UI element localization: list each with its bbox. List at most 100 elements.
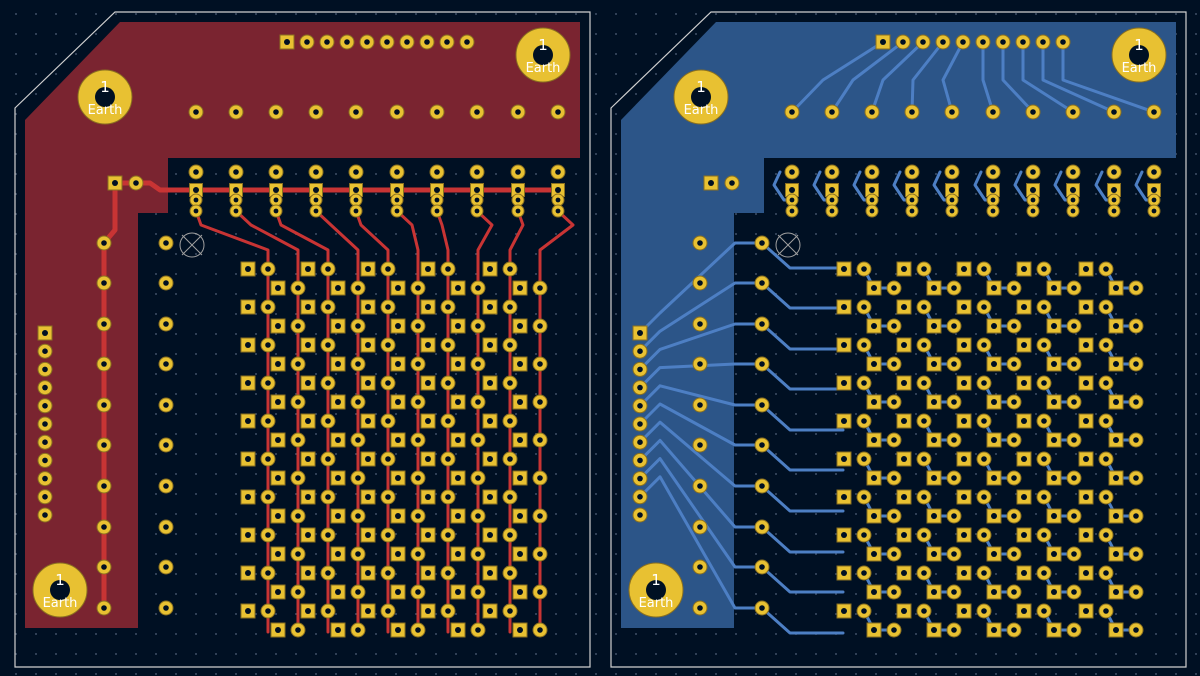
pad-round bbox=[976, 527, 992, 543]
pad-round bbox=[754, 397, 770, 413]
pad-round bbox=[290, 394, 306, 410]
drill-hole bbox=[909, 169, 915, 175]
drill-hole bbox=[1113, 437, 1119, 443]
pad-round bbox=[865, 204, 879, 218]
drill-hole bbox=[455, 399, 461, 405]
drill-hole bbox=[891, 399, 897, 405]
drill-hole bbox=[233, 187, 239, 193]
pad-square bbox=[875, 34, 891, 50]
pad-square bbox=[1108, 394, 1124, 410]
drill-hole bbox=[395, 399, 401, 405]
drill-hole bbox=[871, 513, 877, 519]
drill-hole bbox=[1021, 380, 1027, 386]
power-trace bbox=[112, 180, 561, 193]
pad-square bbox=[240, 337, 256, 353]
pad-round bbox=[856, 565, 872, 581]
pad-round bbox=[510, 104, 526, 120]
pad-round bbox=[1006, 394, 1022, 410]
pad-round bbox=[1006, 546, 1022, 562]
drill-hole bbox=[163, 361, 169, 367]
drill-hole bbox=[355, 361, 361, 367]
drill-hole bbox=[961, 304, 967, 310]
drill-hole bbox=[335, 437, 341, 443]
pad-square bbox=[986, 183, 1000, 197]
drill-hole bbox=[365, 494, 371, 500]
drill-hole bbox=[101, 564, 107, 570]
pad-round bbox=[380, 565, 396, 581]
drill-hole bbox=[163, 402, 169, 408]
pad-round bbox=[502, 527, 518, 543]
pad-square bbox=[1078, 451, 1094, 467]
pad-round bbox=[632, 452, 648, 468]
pad-round bbox=[37, 343, 53, 359]
pad-round bbox=[440, 489, 456, 505]
pad-square bbox=[905, 183, 919, 197]
pad-round bbox=[916, 261, 932, 277]
pad-round bbox=[290, 584, 306, 600]
drill-hole bbox=[1133, 323, 1139, 329]
drill-hole bbox=[991, 323, 997, 329]
pad-square bbox=[836, 261, 852, 277]
drill-hole bbox=[325, 608, 331, 614]
pad-round bbox=[532, 280, 548, 296]
pad-square bbox=[1046, 318, 1062, 334]
drill-hole bbox=[555, 187, 561, 193]
drill-hole bbox=[637, 512, 643, 518]
pad-square bbox=[866, 508, 882, 524]
drill-hole bbox=[921, 304, 927, 310]
drill-hole bbox=[1041, 608, 1047, 614]
drill-hole bbox=[245, 342, 251, 348]
drill-hole bbox=[365, 570, 371, 576]
pad-round bbox=[1036, 299, 1052, 315]
drill-hole bbox=[1111, 197, 1117, 203]
pad-round bbox=[1066, 356, 1082, 372]
drill-hole bbox=[245, 304, 251, 310]
drill-hole bbox=[1113, 285, 1119, 291]
drill-hole bbox=[487, 494, 493, 500]
pad-round bbox=[410, 622, 426, 638]
pad-square bbox=[330, 280, 346, 296]
drill-hole bbox=[1071, 589, 1077, 595]
pad-square bbox=[269, 183, 283, 197]
pad-square bbox=[511, 183, 525, 197]
drill-hole bbox=[275, 513, 281, 519]
pad-round bbox=[350, 584, 366, 600]
pad-round bbox=[188, 104, 204, 120]
drill-hole bbox=[1051, 475, 1057, 481]
drill-hole bbox=[1113, 513, 1119, 519]
drill-hole bbox=[841, 532, 847, 538]
board-edge-outline bbox=[14, 11, 591, 668]
drill-hole bbox=[265, 608, 271, 614]
drill-hole bbox=[1113, 589, 1119, 595]
pad-round bbox=[946, 622, 962, 638]
pad-round bbox=[985, 104, 1001, 120]
drill-hole bbox=[1083, 456, 1089, 462]
drill-hole bbox=[445, 304, 451, 310]
drill-hole bbox=[841, 418, 847, 424]
drill-hole bbox=[1011, 285, 1017, 291]
pad-round bbox=[269, 204, 283, 218]
drill-hole bbox=[275, 399, 281, 405]
drill-hole bbox=[101, 321, 107, 327]
pad-square bbox=[482, 451, 498, 467]
pad-round bbox=[37, 380, 53, 396]
pad-square bbox=[300, 375, 316, 391]
pad-square bbox=[1078, 565, 1094, 581]
drill-hole bbox=[1020, 39, 1026, 45]
pad-round bbox=[1066, 584, 1082, 600]
pad-square bbox=[360, 527, 376, 543]
pad-round bbox=[1098, 299, 1114, 315]
pad-round bbox=[470, 622, 486, 638]
drill-hole bbox=[1151, 187, 1157, 193]
pad-square bbox=[450, 318, 466, 334]
drill-hole bbox=[991, 513, 997, 519]
drill-hole bbox=[990, 109, 996, 115]
drill-hole bbox=[829, 169, 835, 175]
drill-hole bbox=[1041, 380, 1047, 386]
pad-round bbox=[1006, 622, 1022, 638]
pad-round bbox=[469, 164, 485, 180]
drill-hole bbox=[1111, 169, 1117, 175]
hole-net-label: Earth bbox=[88, 103, 123, 118]
